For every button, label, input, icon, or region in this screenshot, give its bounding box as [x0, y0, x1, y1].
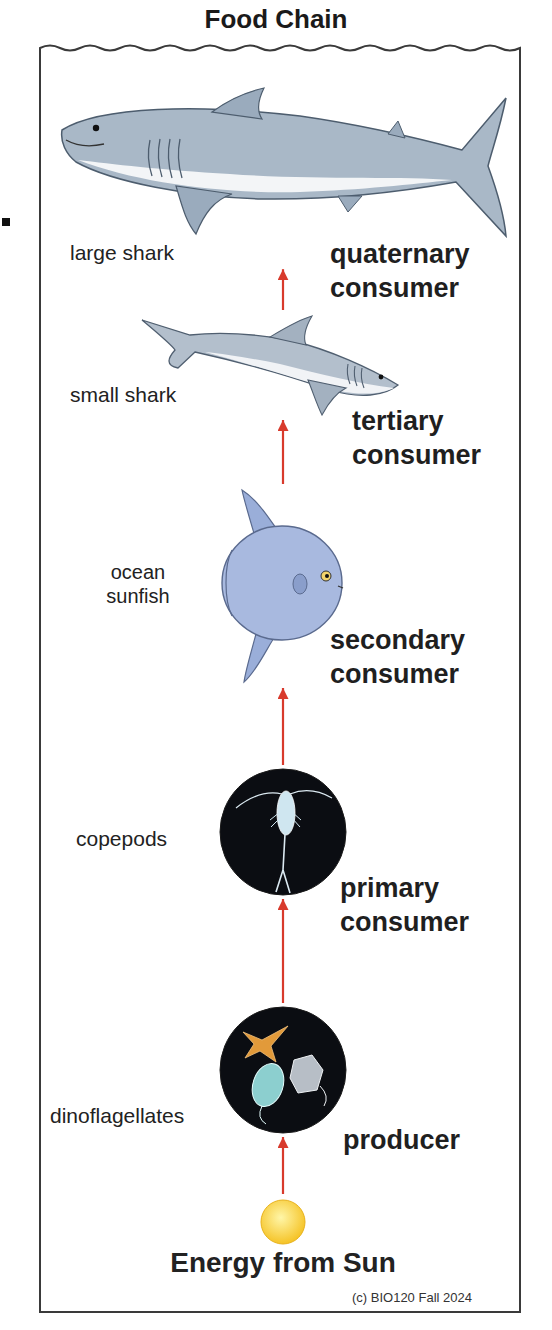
- shark-belly: [205, 352, 394, 394]
- shark-fin: [176, 186, 232, 234]
- shark-fin: [388, 121, 405, 138]
- organism-name: Energy from Sun: [110, 1246, 456, 1280]
- title-slot: Food Chain: [0, 4, 552, 35]
- shark-belly: [78, 160, 452, 192]
- connectors: [283, 269, 284, 1194]
- organism-name: copepods: [76, 826, 212, 851]
- energy-arrow: [282, 1137, 284, 1194]
- energy-arrow: [282, 420, 284, 484]
- sunfish-pectoral: [293, 574, 307, 594]
- dinoflagellate-flagellum: [260, 1106, 266, 1124]
- watermark: (c) BIO120 Fall 2024: [352, 1290, 514, 1306]
- copepods-picture: [220, 769, 346, 895]
- text-slot: tertiary consumer: [352, 405, 518, 473]
- sunfish-body: [222, 526, 342, 640]
- shark-fin: [212, 88, 264, 119]
- trophic-level: quaternary consumer: [330, 238, 516, 306]
- sun: [261, 1200, 305, 1244]
- ocean-sunfish: [222, 490, 343, 682]
- food-chain-organism: Energy from Sun: [106, 1194, 460, 1284]
- copepod-body: [277, 791, 295, 835]
- text-slot: dinoflagellates: [50, 1103, 216, 1128]
- text-slot: large shark: [70, 240, 220, 265]
- shark-eye: [379, 375, 384, 380]
- copepod-legs: [270, 812, 301, 827]
- organism-name: dinoflagellates: [50, 1103, 216, 1128]
- shark-fin: [338, 196, 362, 212]
- small-shark: [142, 316, 398, 415]
- sunfish-eye: [321, 571, 331, 581]
- sunfish-clavus: [226, 550, 232, 616]
- text-slot: (c) BIO120 Fall 2024: [352, 1290, 514, 1306]
- shark-fin: [308, 380, 346, 415]
- text-slot: producer: [343, 1124, 515, 1158]
- dinoflagellate-cell: [290, 1055, 323, 1093]
- shark-eye: [93, 125, 99, 131]
- shark-mouth: [66, 140, 104, 146]
- organism-name: small shark: [70, 382, 220, 407]
- trophic-level: producer: [343, 1124, 515, 1158]
- energy-arrow: [282, 688, 284, 765]
- dinoflagellate-cell: [243, 1026, 288, 1062]
- text-slot: quaternary consumer: [330, 238, 516, 306]
- bullet-square: [2, 218, 10, 226]
- text-slot: small shark: [70, 382, 220, 407]
- shark-body: [62, 98, 506, 236]
- dark-circle: [220, 769, 346, 895]
- food-chain-organism: dinoflagellates: [46, 1003, 350, 1137]
- text-slot: ocean sunfish: [86, 560, 190, 608]
- trophic-level: secondary consumer: [330, 624, 516, 692]
- copepod-tail: [276, 834, 290, 893]
- sunfish-pupil: [325, 574, 329, 578]
- shark-body: [142, 320, 398, 395]
- shark-fin: [270, 316, 312, 345]
- organism-name: ocean sunfish: [86, 560, 190, 608]
- sunfish-mouth: [338, 586, 343, 588]
- energy-arrow: [282, 269, 284, 310]
- organism-name: large shark: [70, 240, 220, 265]
- text-slot: primary consumer: [340, 872, 516, 940]
- food-chain-organism: ocean sunfish: [82, 484, 350, 688]
- text-slot: secondary consumer: [330, 624, 516, 692]
- trophic-level: primary consumer: [340, 872, 516, 940]
- dinoflagellate-cell: [247, 1059, 289, 1110]
- diagram-title: Food Chain: [0, 4, 552, 35]
- dinoflagellates-picture: [220, 1007, 346, 1133]
- gill-slits: [148, 139, 182, 178]
- water-frame: [40, 46, 520, 1313]
- dark-circle: [220, 1007, 346, 1133]
- text-slot: copepods: [76, 826, 212, 851]
- large-shark: [62, 88, 506, 236]
- gill-slits: [347, 364, 364, 388]
- trophic-level: tertiary consumer: [352, 405, 518, 473]
- dinoflagellate-flagellum: [320, 1086, 326, 1106]
- food-chain-organism: copepods: [72, 765, 350, 899]
- food-chain-organism: small shark: [66, 310, 404, 420]
- text-slot: Energy from Sun: [110, 1246, 456, 1280]
- energy-arrow: [282, 899, 284, 1003]
